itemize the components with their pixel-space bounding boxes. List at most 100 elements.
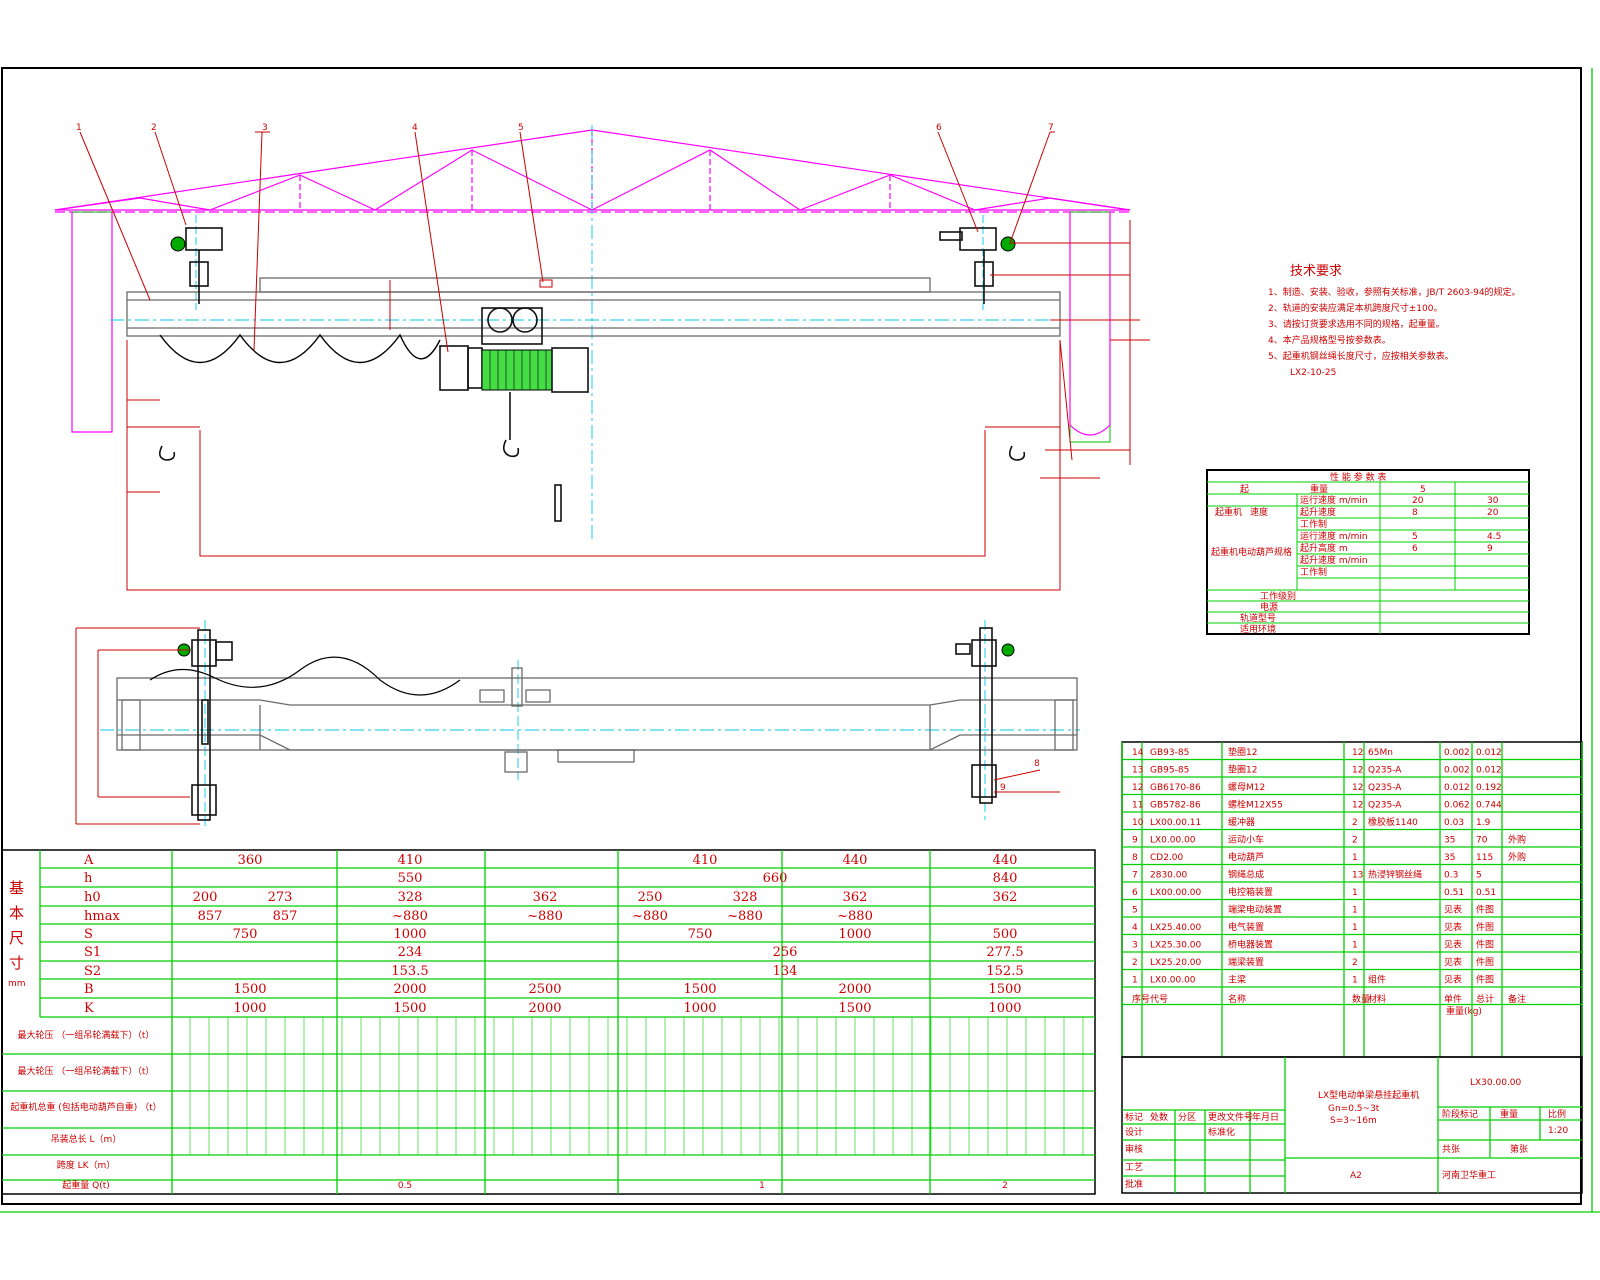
bom-cell: 12 [1352, 801, 1363, 811]
bom-cell: 1 [1352, 906, 1358, 916]
bom-cell: 1.9 [1476, 818, 1491, 828]
perf-cell: 6 [1412, 544, 1418, 554]
bom-cell: 外购 [1508, 851, 1526, 863]
festoon-cable [159, 333, 441, 363]
notes-title: 技术要求 [1290, 264, 1342, 279]
dim-row-name: h [84, 871, 93, 886]
bom-header: 序号 [1132, 993, 1150, 1005]
bom-cell: 件图 [1476, 939, 1494, 951]
dim-cell: 328 [398, 890, 423, 905]
dim-cell: 277.5 [986, 945, 1023, 960]
bom-cell: 件图 [1476, 904, 1494, 916]
dim-row-name: hmax [84, 909, 120, 924]
tb-mid: 比例 [1548, 1108, 1566, 1120]
left-limit-hook [158, 445, 176, 461]
bom-cell: 0.002 [1444, 766, 1470, 776]
bom-cell: 电控箱装置 [1228, 886, 1273, 898]
bom-cell: 0.002 [1444, 748, 1470, 758]
dim-unit: mm [8, 979, 26, 989]
bom-cell: LX0.00.00 [1150, 836, 1196, 846]
dim-row-name: K [84, 1001, 94, 1016]
dim-cell: 1500 [838, 1001, 871, 1016]
bom-cell: 2 [1352, 818, 1358, 828]
perf-cell: 起重机电动葫芦规格 [1211, 546, 1292, 558]
tb-label: 处数 [1150, 1111, 1168, 1123]
bom-cell: 6 [1132, 888, 1138, 898]
bom-cell: LX25.30.00 [1150, 941, 1202, 951]
bom-cell: 件图 [1476, 974, 1494, 986]
bom-cell: 见表 [1444, 974, 1462, 986]
q-value: 0.5 [398, 1181, 412, 1191]
bom-cell: 14 [1132, 748, 1144, 758]
tb-sheet: 第张 [1510, 1143, 1528, 1155]
bom-cell: 0.012 [1476, 748, 1502, 758]
bom-cell: LX25.40.00 [1150, 923, 1202, 933]
perf-cell: 9 [1487, 544, 1493, 554]
bom-cell: 7 [1132, 871, 1138, 881]
bom-cell: Q235-A [1368, 801, 1402, 811]
bom-cell: 见表 [1444, 939, 1462, 951]
tb-mid: 重量 [1500, 1108, 1518, 1120]
dim-cell: 1000 [838, 927, 871, 942]
bom-cell: 0.03 [1444, 818, 1464, 828]
tb-label: 标记 [1125, 1111, 1143, 1123]
bom-cell: 12 [1352, 783, 1363, 793]
dim-row-name: S2 [84, 964, 101, 979]
bom-cell: LX00.00.00 [1150, 888, 1202, 898]
dim-cell: 328 [733, 890, 758, 905]
dim-cell: 2000 [528, 1001, 561, 1016]
left-column [71, 211, 113, 433]
tb-label: 分区 [1178, 1112, 1196, 1123]
dim-lower-row: 起重量 Q(t) [62, 1179, 110, 1191]
perf-cell: 20 [1412, 496, 1424, 506]
bom-cell: GB95-85 [1150, 766, 1189, 776]
tb-label: 更改文件号 [1208, 1111, 1253, 1123]
bom-cell: 0.062 [1444, 801, 1470, 811]
bom-cell: Q235-A [1368, 766, 1402, 776]
bom-cell: 见表 [1444, 956, 1462, 968]
bom-cell: LX25.20.00 [1150, 958, 1202, 968]
bom-cell: 2 [1352, 958, 1358, 968]
tb-role: 批准 [1125, 1178, 1143, 1190]
balloon-2: 2 [151, 123, 157, 133]
dim-cell: 1500 [988, 982, 1021, 997]
dim-cell: 410 [398, 853, 423, 868]
bom-cell: 螺栓M12X55 [1228, 799, 1283, 811]
bom-cell: 2 [1352, 836, 1358, 846]
perf-cell: 适用环境 [1240, 623, 1276, 635]
main-girder [126, 277, 1061, 337]
bom-cell: 5 [1132, 906, 1138, 916]
bom-cell: 5 [1476, 871, 1482, 881]
drawing-number: LX30.00.00 [1470, 1078, 1522, 1088]
dim-cell: 200 [193, 890, 218, 905]
dim-cell: 410 [693, 853, 718, 868]
electric-hoist [439, 307, 589, 522]
bom-cell: 螺母M12 [1228, 782, 1265, 793]
dim-cell: 250 [638, 890, 663, 905]
balloon-leaders [79, 131, 1055, 353]
tb-role: 设计 [1125, 1126, 1143, 1138]
perf-cell: 运行速度 m/min [1300, 530, 1368, 542]
bom-weight-unit: 重量(kg) [1446, 1005, 1482, 1017]
perf-cell: 5 [1412, 532, 1418, 542]
bom-cell: 8 [1132, 853, 1138, 863]
bom-header: 代号 [1150, 994, 1168, 1005]
bom-cell: 橡胶板1140 [1368, 816, 1418, 828]
front-elevation-view: 1 2 3 4 5 6 7 [54, 123, 1150, 591]
balloon-6: 6 [936, 123, 942, 133]
dim-cell: 134 [773, 964, 798, 979]
dim-row-name: h0 [84, 890, 101, 905]
right-limit-hook [1008, 445, 1026, 461]
dim-cell: 857 [198, 909, 223, 924]
bom-cell: 0.51 [1476, 888, 1496, 898]
bom-cell: 1 [1352, 923, 1358, 933]
dim-cell: 360 [238, 853, 263, 868]
perf-cell: 8 [1412, 508, 1418, 518]
perf-cell: 起升速度 m/min [1300, 554, 1368, 566]
tb-role: 标准化 [1208, 1126, 1235, 1138]
bom-cell: 0.744 [1476, 801, 1502, 811]
roof-truss [54, 129, 1131, 213]
bom-cell: 1 [1352, 888, 1358, 898]
